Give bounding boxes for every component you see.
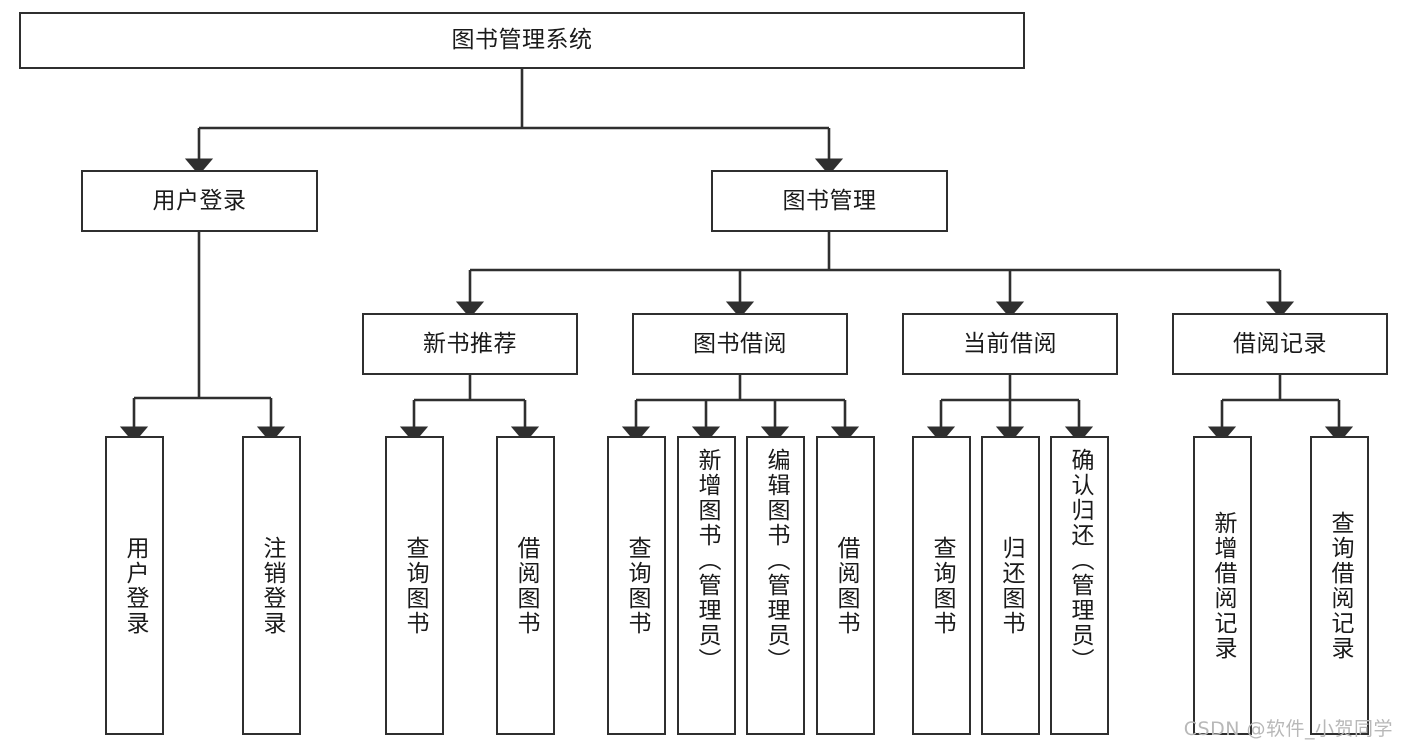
- node-current-borrow[interactable]: 当前借阅: [902, 313, 1118, 375]
- node-label: 编辑图书（管理员）: [763, 448, 789, 673]
- node-label: 借阅图书: [513, 535, 539, 636]
- node-label: 新书推荐: [423, 330, 517, 357]
- node-leaf-borrow-book-newbook[interactable]: 借阅图书: [496, 436, 555, 735]
- node-leaf-add-book-admin[interactable]: 新增图书（管理员）: [677, 436, 736, 735]
- node-root-system[interactable]: 图书管理系统: [19, 12, 1025, 69]
- node-leaf-return-book[interactable]: 归还图书: [981, 436, 1040, 735]
- node-leaf-edit-book-admin[interactable]: 编辑图书（管理员）: [746, 436, 805, 735]
- node-label: 图书管理: [782, 187, 877, 214]
- node-label: 查询图书: [402, 535, 428, 636]
- node-label: 新增图书（管理员）: [694, 448, 720, 673]
- node-leaf-logout[interactable]: 注销登录: [242, 436, 301, 735]
- node-label: 注销登录: [259, 535, 285, 636]
- node-label: 查询图书: [929, 535, 955, 636]
- node-label: 查询图书: [624, 535, 650, 636]
- node-label: 用户登录: [122, 535, 148, 636]
- node-borrow-record[interactable]: 借阅记录: [1172, 313, 1388, 375]
- node-leaf-user-login[interactable]: 用户登录: [105, 436, 164, 735]
- node-new-book-recommend[interactable]: 新书推荐: [362, 313, 578, 375]
- node-label: 新增借阅记录: [1210, 510, 1236, 661]
- node-label: 借阅图书: [833, 535, 859, 636]
- node-label: 用户登录: [152, 187, 247, 214]
- node-label: 当前借阅: [963, 330, 1057, 357]
- node-leaf-add-borrow-record[interactable]: 新增借阅记录: [1193, 436, 1252, 735]
- node-label: 归还图书: [998, 535, 1024, 636]
- node-leaf-query-book-current[interactable]: 查询图书: [912, 436, 971, 735]
- node-book-management[interactable]: 图书管理: [711, 170, 948, 232]
- node-leaf-query-borrow-record[interactable]: 查询借阅记录: [1310, 436, 1369, 735]
- node-leaf-query-book-borrow[interactable]: 查询图书: [607, 436, 666, 735]
- node-leaf-borrow-book[interactable]: 借阅图书: [816, 436, 875, 735]
- node-label: 借阅记录: [1233, 330, 1327, 357]
- watermark-credit: CSDN @软件_小贺同学: [1183, 718, 1393, 740]
- node-leaf-confirm-return-admin[interactable]: 确认归还（管理员）: [1050, 436, 1109, 735]
- node-label: 图书借阅: [693, 330, 787, 357]
- node-label: 图书管理系统: [451, 27, 593, 54]
- node-book-borrow[interactable]: 图书借阅: [632, 313, 848, 375]
- node-label: 查询借阅记录: [1327, 510, 1353, 661]
- node-label: 确认归还（管理员）: [1067, 448, 1093, 673]
- node-leaf-query-book-newbook[interactable]: 查询图书: [385, 436, 444, 735]
- node-user-login[interactable]: 用户登录: [81, 170, 318, 232]
